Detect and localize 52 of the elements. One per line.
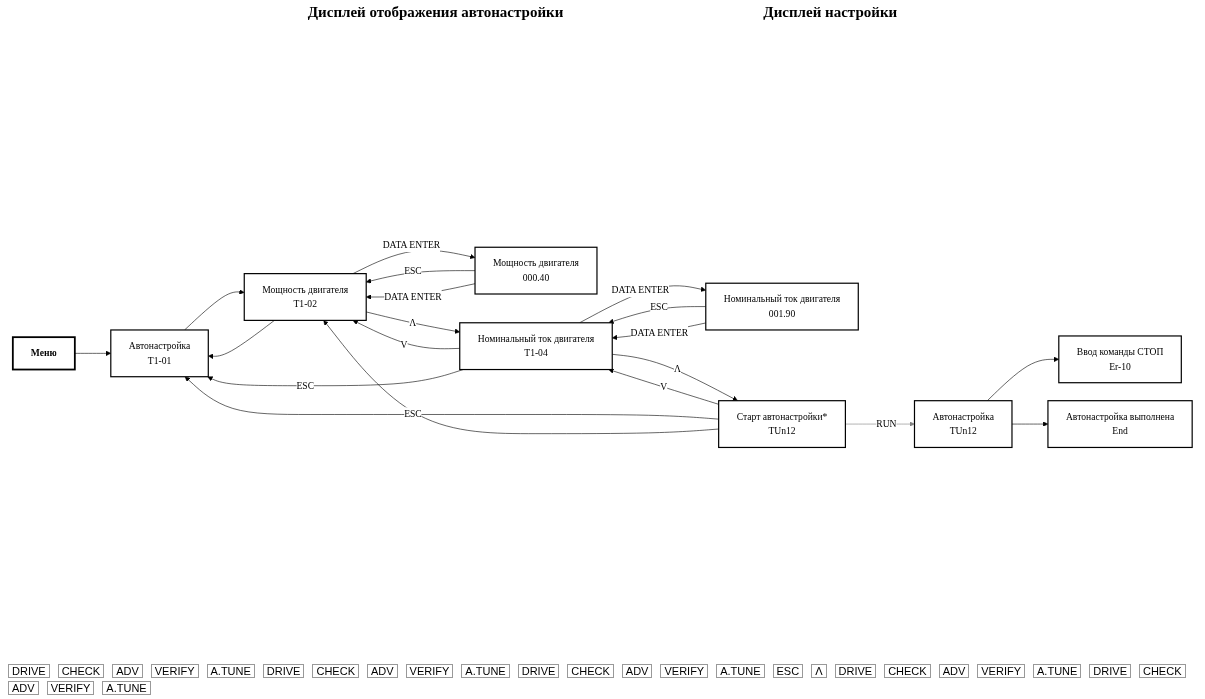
node-box: Мощность двигателя T1-02 xyxy=(243,272,367,321)
edge-label: V xyxy=(400,339,408,351)
indicator-label: DRIVE xyxy=(8,664,50,678)
edge-label: DATA ENTER xyxy=(382,239,441,250)
indicator-label: DRIVE xyxy=(834,664,877,678)
node-box: Автонастройка TUn12 xyxy=(913,399,1013,448)
edge-label: DATA ENTER xyxy=(630,327,689,338)
edge-label: ESC xyxy=(650,301,668,312)
indicator-label: ADV xyxy=(112,664,143,678)
edge-label: DATA ENTER xyxy=(384,291,442,302)
indicator-label: DRIVE xyxy=(262,664,305,678)
column-heading: Дисплей настройки xyxy=(763,4,898,21)
edge-label: RUN xyxy=(876,418,897,429)
edge-label: V xyxy=(660,381,668,392)
indicator-label: A.TUNE xyxy=(206,664,255,678)
node-box: Номинальный ток двигателя T1-04 xyxy=(459,322,613,370)
edge-label: ESC xyxy=(404,265,422,276)
indicator-label: VERIFY xyxy=(660,664,709,678)
indicator-label: CHECK xyxy=(57,664,105,678)
column-heading: Дисплей отображения автонастройки xyxy=(307,4,564,21)
edge-label: Λ xyxy=(674,363,681,374)
indicator-label: ESC xyxy=(772,664,804,678)
indicator-label: Λ xyxy=(811,664,827,678)
indicator-label: CHECK xyxy=(1139,664,1186,678)
node-box: Автонастройка выполнена End xyxy=(1047,399,1193,448)
node-box: Старт автонастройки* TUn12 xyxy=(718,399,846,448)
indicator-label: CHECK xyxy=(567,664,614,678)
node-box: Автонастройка T1-01 xyxy=(110,329,209,378)
node-box: Мощность двигателя 000.40 xyxy=(474,246,598,295)
indicator-label: CHECK xyxy=(312,664,359,678)
indicator-label: A.TUNE xyxy=(102,681,151,695)
edge-label: ESC xyxy=(296,380,315,391)
indicator-label: A.TUNE xyxy=(461,664,510,678)
node-box: Номинальный ток двигателя 001.90 xyxy=(705,282,859,331)
edge-label: Λ xyxy=(409,317,417,328)
indicator-label: DRIVE xyxy=(517,664,560,678)
node-box: Меню xyxy=(11,336,76,371)
indicator-label: VERIFY xyxy=(977,664,1025,678)
indicator-label: A.TUNE xyxy=(1033,664,1082,678)
indicator-label: CHECK xyxy=(884,664,931,678)
indicator-label: ADV xyxy=(367,664,398,678)
indicator-label: ADV xyxy=(621,664,653,678)
indicator-label: VERIFY xyxy=(150,664,199,678)
indicator-label: ADV xyxy=(8,681,39,695)
indicator-label: ADV xyxy=(938,664,970,678)
indicator-label: DRIVE xyxy=(1089,664,1131,678)
node-box: Ввод команды СТОП Er-10 xyxy=(1058,335,1182,384)
indicator-label: A.TUNE xyxy=(716,664,765,678)
edge-label: ESC xyxy=(404,408,422,420)
indicator-label: VERIFY xyxy=(405,664,454,678)
edge-label: DATA ENTER xyxy=(611,284,670,295)
indicator-label: VERIFY xyxy=(46,681,95,695)
